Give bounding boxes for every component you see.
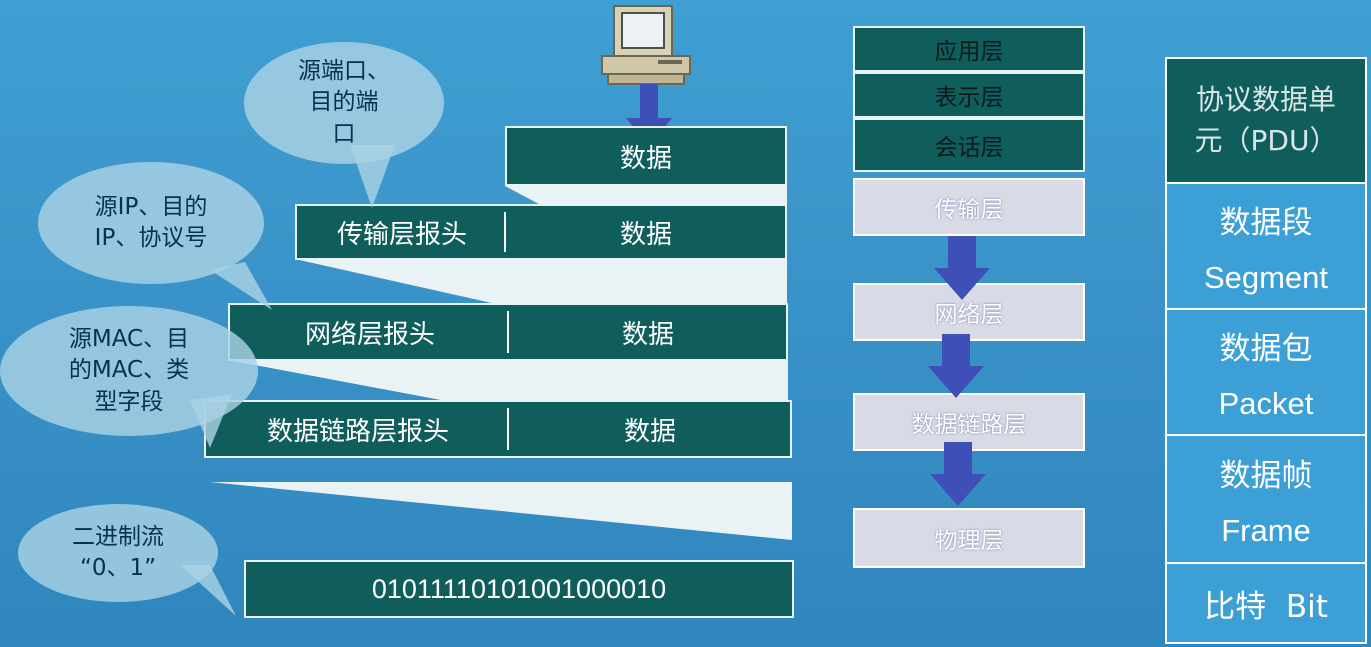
pdu-segment-en: Segment (1203, 259, 1329, 295)
pdu-segment: 数据段 Segment (1165, 182, 1367, 310)
pdu-packet-zh: 数据包 (1219, 330, 1313, 367)
ip-bubble: 源IP、目的 IP、协议号 (38, 162, 264, 284)
down-arrow-icon (928, 334, 984, 398)
pdu-packet-en: Packet (1218, 385, 1314, 421)
pdu-frame: 数据帧 Frame (1165, 434, 1367, 564)
pdu-packet: 数据包 Packet (1165, 308, 1367, 436)
down-arrow-icon (934, 236, 990, 300)
divider (507, 408, 509, 450)
bitstream-label: 01011110101001000010 (371, 573, 667, 604)
osi-transport-layer: 传输层 (853, 178, 1085, 236)
datalink-header-label: 数据链路层报头 (266, 416, 449, 447)
pdu-frame-zh: 数据帧 (1219, 457, 1313, 494)
pdu-frame-en: Frame (1221, 512, 1311, 548)
divider (504, 212, 506, 252)
data-label: 数据 (619, 143, 672, 174)
data-label: 数据 (619, 219, 672, 250)
mac-bubble: 源MAC、目 的MAC、类 型字段 (0, 306, 258, 436)
osi-physical-layer: 物理层 (853, 508, 1085, 568)
datalink-frame-bar: 数据链路层报头 数据 (204, 400, 792, 458)
osi-presentation-layer: 表示层 (853, 72, 1085, 118)
pdu-bit: 比特 Bit (1165, 562, 1367, 644)
divider (507, 311, 509, 353)
pdu-segment-zh: 数据段 (1219, 204, 1313, 241)
transport-segment-bar: 传输层报头 数据 (295, 204, 787, 260)
pdu-bit-label: 比特 Bit (1204, 588, 1328, 625)
data-label: 数据 (623, 416, 676, 447)
wedge-1 (505, 186, 787, 204)
pdu-header: 协议数据单 元（PDU） (1165, 57, 1367, 184)
down-arrow-icon (930, 442, 986, 506)
data-bar: 数据 (505, 126, 787, 186)
binary-bubble: 二进制流 “0、1” (18, 504, 218, 602)
transport-header-label: 传输层报头 (336, 219, 467, 250)
data-label: 数据 (621, 319, 674, 350)
osi-session-layer: 会话层 (853, 118, 1085, 172)
osi-network-layer: 网络层 (853, 283, 1085, 341)
pdu-header-label: 协议数据单 元（PDU） (1194, 82, 1338, 157)
osi-application-layer: 应用层 (853, 26, 1085, 72)
network-packet-bar: 网络层报头 数据 (228, 303, 788, 361)
ports-bubble: 源端口、 目的端 口 (244, 42, 444, 164)
network-header-label: 网络层报头 (304, 319, 435, 350)
bitstream-bar: 01011110101001000010 (244, 560, 794, 618)
